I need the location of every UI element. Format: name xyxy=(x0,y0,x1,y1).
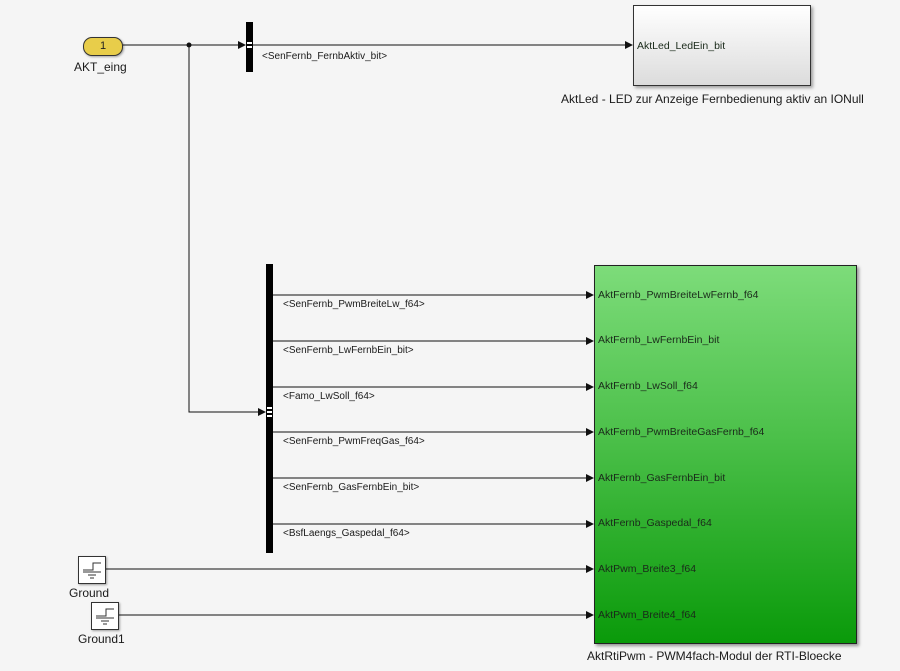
bus-signal-label: <BsfLaengs_Gaspedal_f64> xyxy=(283,528,410,539)
led-subsystem-block[interactable]: AktLed_LedEin_bit xyxy=(633,5,811,86)
ground1-block[interactable] xyxy=(91,602,119,630)
line-branch-to-busselector-main xyxy=(188,45,266,416)
pwm-port-label: AktPwm_Breite4_f64 xyxy=(598,609,697,621)
pwm-port-label: AktFernb_GasFernbEin_bit xyxy=(598,472,726,484)
inport-block[interactable]: 1 xyxy=(83,37,123,56)
pwm-port-label: AktFernb_Gaspedal_f64 xyxy=(598,517,712,529)
bus-signal-label: <SenFernb_LwFernbEin_bit> xyxy=(283,345,414,356)
led-port-label: AktLed_LedEin_bit xyxy=(637,40,726,52)
bus-signal-label: <Famo_LwSoll_f64> xyxy=(283,391,375,402)
inport-label: AKT_eing xyxy=(74,60,127,74)
ground-icon xyxy=(83,562,101,579)
pwm-port-label: AktPwm_Breite3_f64 xyxy=(598,563,697,575)
ground1-label: Ground1 xyxy=(78,632,125,646)
bus-signal-label: <SenFernb_FernbAktiv_bit> xyxy=(262,51,388,62)
pwm-port-label: AktFernb_PwmBreiteGasFernb_f64 xyxy=(598,426,765,438)
inport-number: 1 xyxy=(99,40,107,52)
pwm-port-label: AktFernb_PwmBreiteLwFernb_f64 xyxy=(598,289,759,301)
bus-signal-label: <SenFernb_PwmBreiteLw_f64> xyxy=(283,299,425,310)
ground-block[interactable] xyxy=(78,556,106,584)
bus-signal-label: <SenFernb_PwmFreqGas_f64> xyxy=(283,436,425,447)
ground-label: Ground xyxy=(69,586,110,600)
led-block-name: AktLed - LED zur Anzeige Fernbedienung a… xyxy=(561,92,864,106)
bus-signal-label: <SenFernb_GasFernbEin_bit> xyxy=(283,482,420,493)
pwm-subsystem-block[interactable]: AktFernb_PwmBreiteLwFernb_f64 AktFernb_L… xyxy=(594,265,857,644)
pwm-port-label: AktFernb_LwFernbEin_bit xyxy=(598,334,720,346)
ground-icon xyxy=(96,608,114,625)
pwm-port-label: AktFernb_LwSoll_f64 xyxy=(598,380,698,392)
pwm-block-name: AktRtiPwm - PWM4fach-Modul der RTI-Bloec… xyxy=(587,649,842,663)
